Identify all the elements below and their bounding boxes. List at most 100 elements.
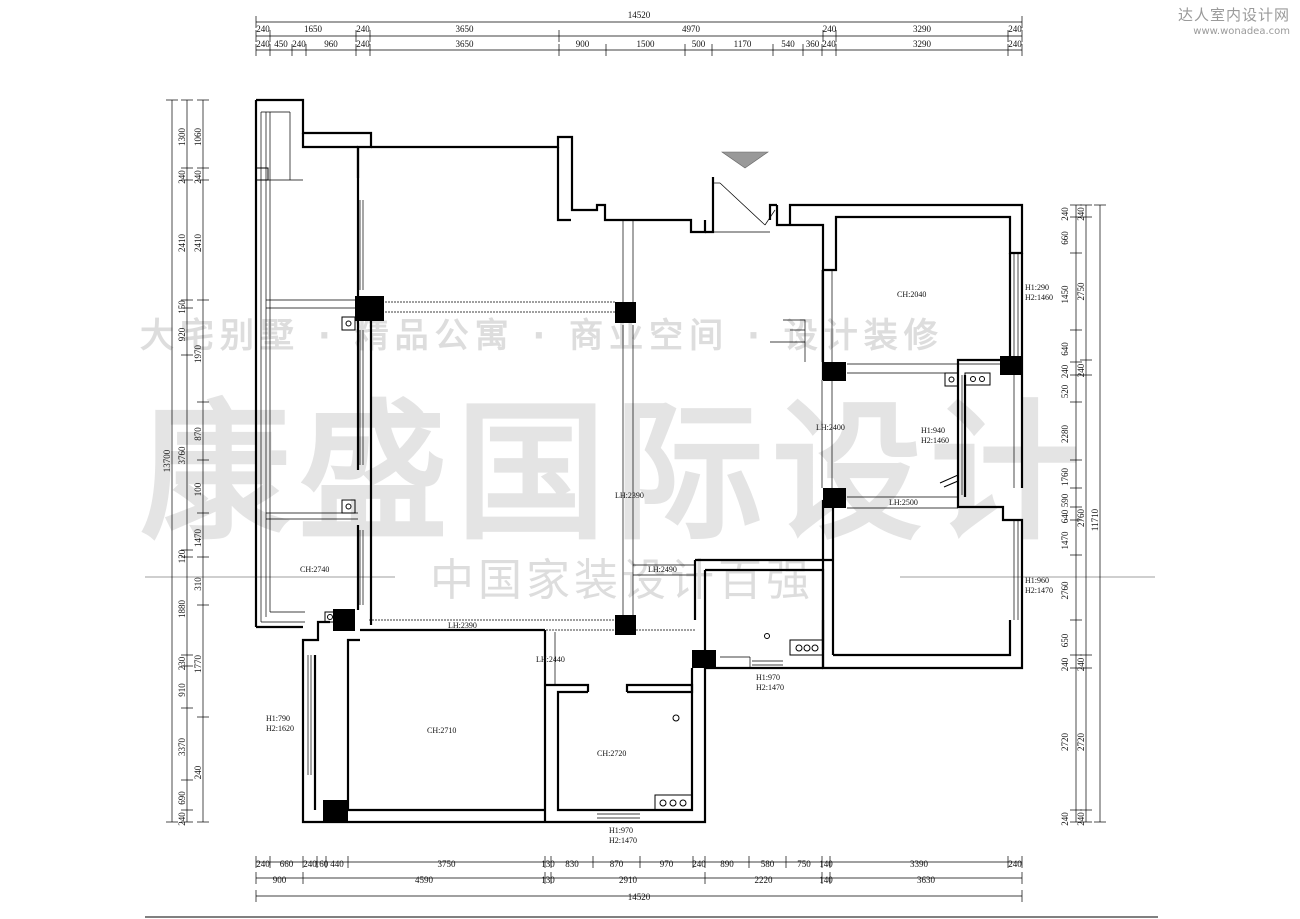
window-h1: H1:960 [1025,576,1049,585]
dimension-value: 830 [565,859,579,869]
dimension-value: 240 [823,24,837,34]
beam-label: LH:2490 [648,565,677,574]
dimension-value: 240 [356,24,370,34]
dimension-value: 540 [781,39,795,49]
dimension-value: 890 [720,859,734,869]
window-h2: H2:1470 [609,836,637,845]
watermark-brand: 康盛国际设计 [140,387,1088,561]
dimension-value: 1970 [193,345,203,364]
dimension-value: 900 [576,39,590,49]
dimension-value: 240 [256,39,270,49]
dimension-value: 240 [1060,364,1070,378]
dimension-value: 100 [193,482,203,496]
dimension-lines: 14520 240 1650 240 3650 4970 240 3290 240 240 450 2… [162,10,1106,902]
window-h2: H2:1470 [1025,586,1053,595]
dimension-value: 2910 [619,875,638,885]
entrance-arrow-icon [721,151,769,169]
dimension-value: 2760 [1060,581,1070,600]
dimension-value: 240 [1008,859,1022,869]
thin-lines [260,111,1019,819]
dimension-value: 240 [292,39,306,49]
dimension-value: 240 [822,39,836,49]
dimension-value: 120 [177,549,187,563]
dimension-value: 1470 [193,529,203,548]
dimension-value: 650 [1060,633,1070,647]
dimension-value: 1300 [177,128,187,147]
dimension-value: 240 [1008,24,1022,34]
dimension-value: 3650 [456,24,475,34]
fixtures [255,167,991,811]
dimension-value: 3750 [438,859,457,869]
dimension-value: 520 [1060,384,1070,398]
dimension-value: 960 [324,39,338,49]
dimension-value: 240 [256,859,270,869]
dimension-value: 14520 [628,10,651,20]
beam-label: LH:2400 [816,423,845,432]
dimension-value: 1470 [1060,531,1070,550]
dimension-value: 240 [177,170,187,184]
dimension-value: 1500 [637,39,656,49]
dimension-value: 750 [797,859,811,869]
dimension-value: 2760 [1076,509,1086,528]
dimension-value: 240 [1076,207,1086,221]
dimension-value: 500 [692,39,706,49]
dimension-value: 240 [1076,812,1086,826]
dimension-value: 640 [1060,342,1070,356]
dimension-value: 660 [280,859,294,869]
dimension-value: 240 [193,765,203,779]
room-label: CH:2040 [897,290,926,299]
window-h2: H2:1460 [921,436,949,445]
room-label: CH:2740 [300,565,329,574]
site-title: 达人室内设计网 [1177,6,1290,24]
dimension-value: 2410 [177,234,187,253]
columns [323,296,1022,822]
dimension-value: 1770 [193,655,203,674]
room-label: CH:2710 [427,726,456,735]
dimension-value: 240 [1060,657,1070,671]
dimension-value: 240 [356,39,370,49]
dimension-value: 3290 [913,24,932,34]
dimension-value: 4590 [415,875,434,885]
room-label: CH:2720 [597,749,626,758]
dimension-value: 580 [761,859,775,869]
dimension-value: 3760 [177,446,187,465]
dimension-value: 3650 [456,39,475,49]
window-h1: H1:970 [756,673,780,682]
beam-label: LH:2500 [889,498,918,507]
dimension-value: 640 [1060,509,1070,523]
dimension-value: 970 [660,859,674,869]
dimension-value: 240 [692,859,706,869]
dimension-value: 240 [1008,39,1022,49]
dimension-value: 4970 [682,24,701,34]
dimension-value: 150 [177,300,187,314]
dimension-value: 240 [1076,363,1086,377]
watermark-subtitle: 中国家装设计百强 [430,555,814,606]
dimension-value: 2720 [1076,733,1086,752]
beam-label: LH:2390 [615,491,644,500]
dimension-value: 1880 [177,600,187,619]
dimension-value: 130 [541,859,555,869]
window-h1: H1:940 [921,426,945,435]
dimension-value: 1650 [304,24,323,34]
dimension-value: 2750 [1076,282,1086,301]
dimension-value: 11710 [1090,508,1100,531]
dimension-value: 2220 [755,875,774,885]
dimension-value: 3290 [913,39,932,49]
window-h2: H2:1470 [756,683,784,692]
window-h2: H2:1460 [1025,293,1053,302]
window-h1: H1:290 [1025,283,1049,292]
dimension-value: 14520 [628,892,651,902]
dimension-value: 450 [274,39,288,49]
beam-label: LH:2390 [448,621,477,630]
dimension-value: 240 [193,170,203,184]
dimension-value: 1450 [1060,285,1070,304]
dimension-value: 1760 [1060,468,1070,487]
dimension-value: 310 [193,577,203,591]
beam-label: LH:2440 [536,655,565,664]
dimension-value: 240 [177,812,187,826]
dimension-value: 160 [315,859,329,869]
dimension-value: 440 [330,859,344,869]
dimension-value: 910 [177,683,187,697]
annotations: CH:2040 CH:2740 CH:2710 CH:2720 LH:2390 … [266,283,1053,845]
